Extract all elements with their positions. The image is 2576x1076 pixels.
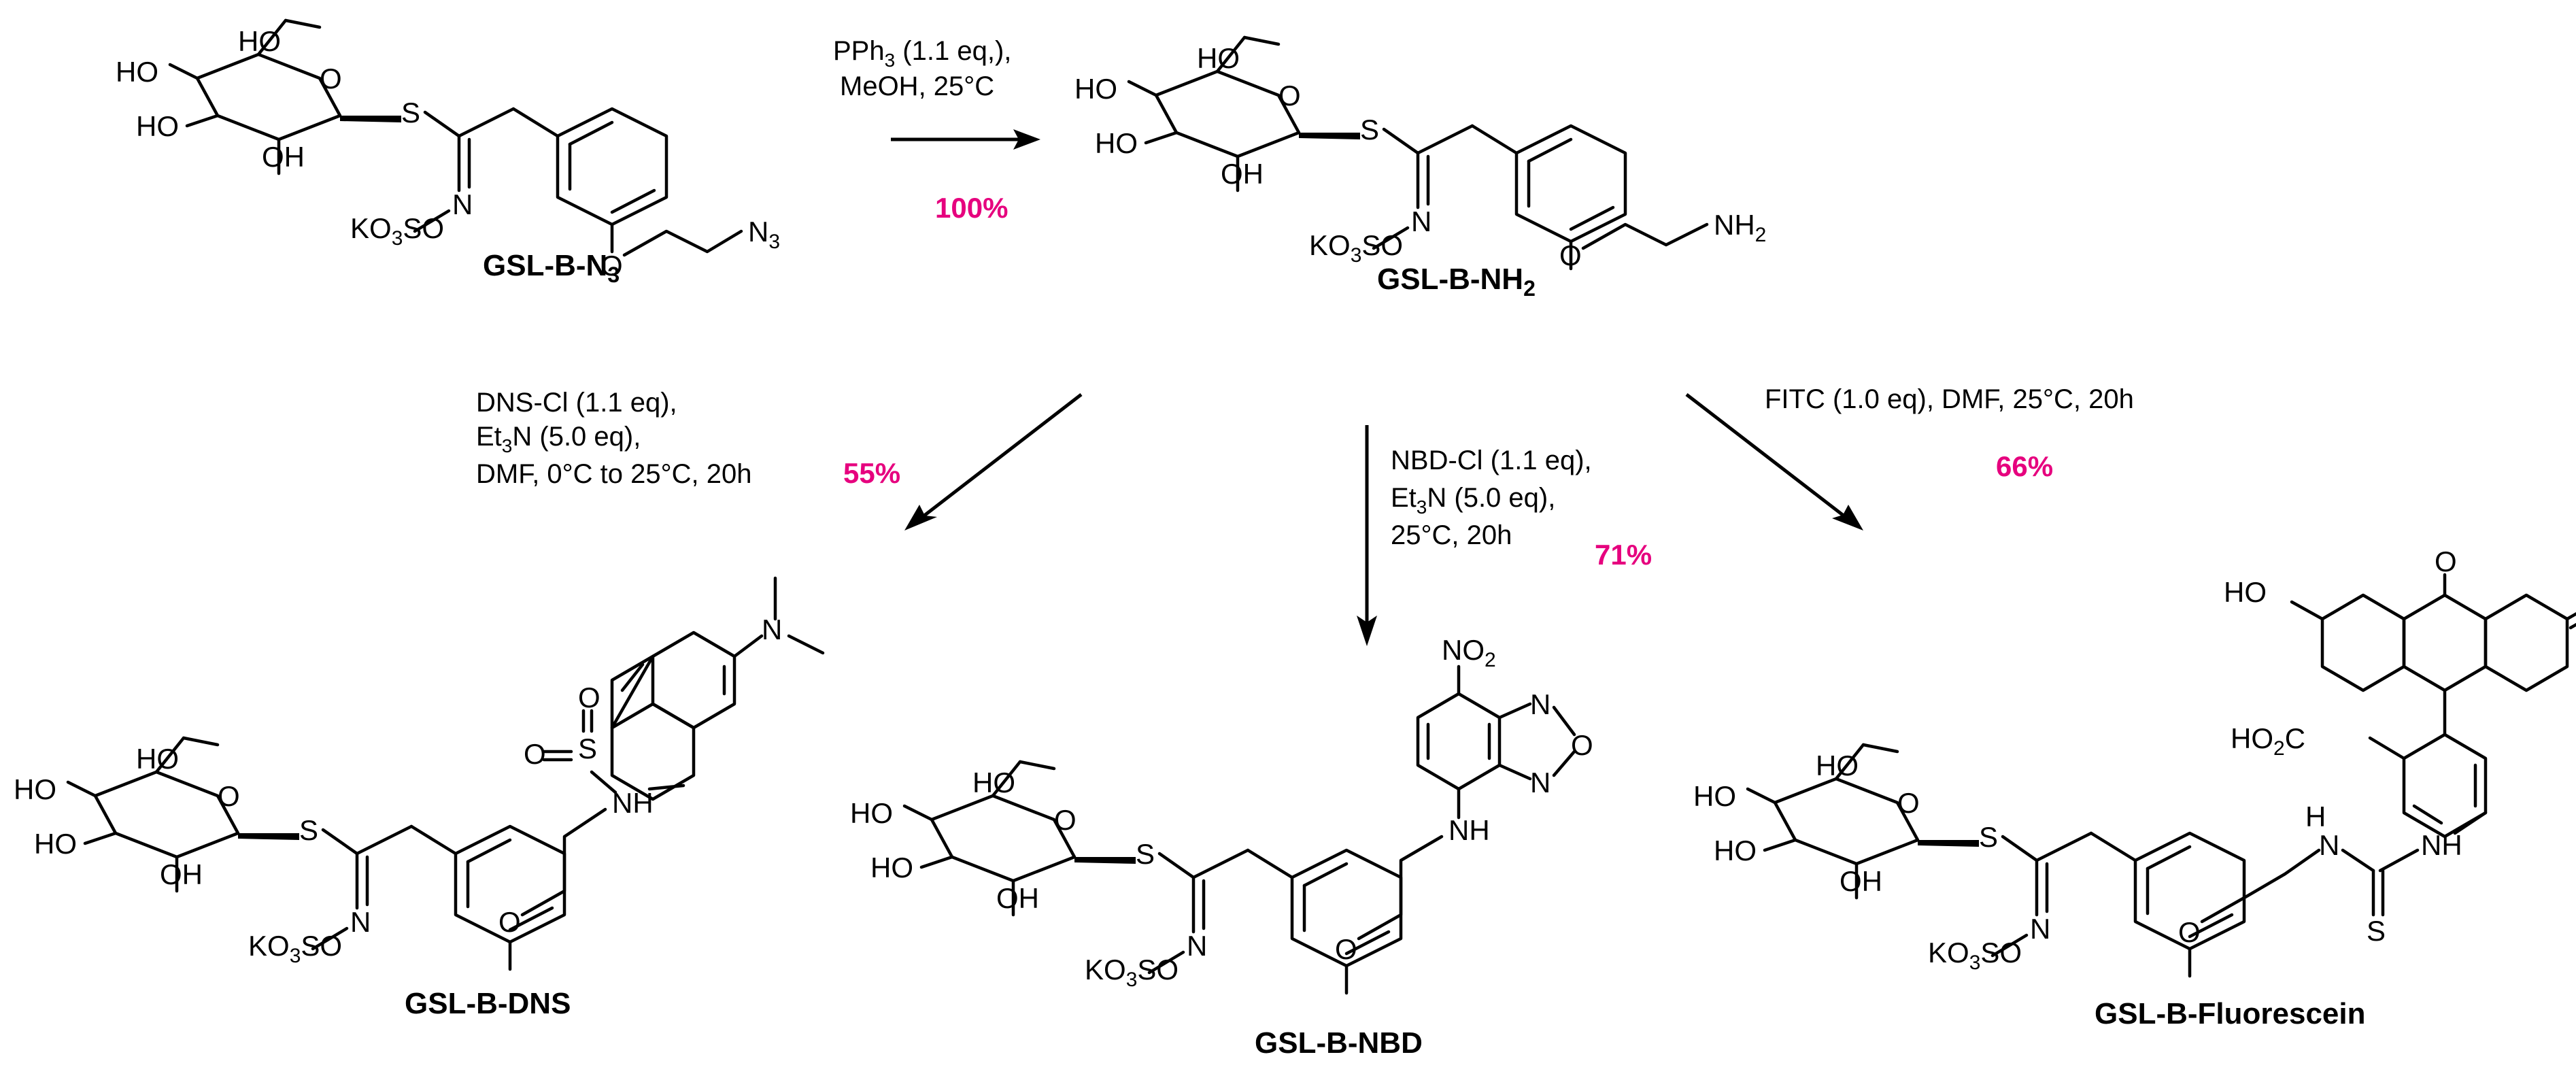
fitc-yield: 66% <box>1996 450 2053 482</box>
step1-yield: 100% <box>935 192 1008 224</box>
compound-label-gsl-b-nh2: GSL-B-NH2 <box>1377 263 1536 301</box>
atom-nh: NH <box>1448 814 1490 846</box>
atom-ring-o: O <box>320 63 342 95</box>
atom-s: S <box>299 814 318 846</box>
atom-n: N <box>2030 913 2050 945</box>
atom-ether-o: O <box>1335 933 1357 965</box>
atom-oxadiazole-o: O <box>1571 729 1593 761</box>
atom-ring-o: O <box>1897 787 1920 819</box>
atom-thiourea-h: H <box>2305 801 2326 833</box>
atom-ether-o: O <box>498 906 521 938</box>
atom-s: S <box>1979 821 1998 853</box>
atom-n: N <box>1187 930 1207 962</box>
atom-ho: HO <box>1714 835 1757 867</box>
atom-ho: HO <box>870 852 913 884</box>
compound-label-gsl-b-n3: GSL-B-N3 <box>483 249 620 287</box>
atom-ho: HO <box>136 110 179 142</box>
arrowhead <box>1357 616 1377 646</box>
atom-ether-o: O <box>600 250 623 282</box>
atom-ho: HO <box>1197 42 1240 74</box>
atom-oh: OH <box>1221 158 1264 190</box>
atom-thiourea-s: S <box>2367 915 2386 947</box>
atom-thiourea-n: N <box>2319 829 2339 861</box>
arrowhead <box>1832 505 1863 531</box>
step1-conditions-line1: PPh3 (1.1 eq,), <box>833 36 1011 71</box>
compound-label-gsl-b-nbd: GSL-B-NBD <box>1255 1026 1423 1060</box>
atom-n: N <box>452 188 473 220</box>
atom-ring-o: O <box>1278 80 1301 112</box>
atom-sulfonyl-o: O <box>524 738 546 770</box>
step1-conditions-line2: MeOH, 25°C <box>840 71 994 101</box>
atom-phenol-ho: HO <box>2224 576 2267 608</box>
atom-ho: HO <box>972 767 1015 798</box>
atom-oh: OH <box>1840 865 1882 897</box>
arrowhead <box>1013 129 1040 150</box>
atom-dimethylamino-n: N <box>762 613 782 645</box>
atom-ho: HO <box>1095 127 1138 159</box>
atom-ko3so: KO3SO <box>350 212 444 250</box>
atom-ho: HO <box>136 743 179 775</box>
dns-conditions-line3: DMF, 0°C to 25°C, 20h <box>476 459 752 489</box>
nbd-yield: 71% <box>1595 539 1652 571</box>
atom-ko3so: KO3SO <box>1928 937 2022 974</box>
atom-ether-o: O <box>1559 239 1582 271</box>
reaction-arrow-dns <box>917 393 1083 522</box>
atom-ho: HO <box>238 25 281 57</box>
compound-label-gsl-b-dns: GSL-B-DNS <box>405 987 571 1020</box>
atom-sulfonyl-s: S <box>578 733 597 764</box>
atom-n: N <box>1411 205 1431 237</box>
dns-conditions-line1: DNS-Cl (1.1 eq), <box>476 388 677 418</box>
fitc-conditions-line1: FITC (1.0 eq), DMF, 25°C, 20h <box>1765 384 2134 414</box>
atom-ko3so: KO3SO <box>1085 954 1179 991</box>
compound-gsl-b-fluorescein: HO HO HO O OH S N KO3SO O H N S NH HO2C … <box>1693 545 2576 976</box>
atom-n: N <box>350 906 371 938</box>
atom-ho: HO <box>34 828 77 860</box>
atom-oxadiazole-n: N <box>1530 688 1550 720</box>
atom-nh: NH <box>612 787 654 819</box>
nitro-group: NO2 <box>1442 634 1496 671</box>
atom-ho: HO <box>1693 780 1736 812</box>
atom-ring-o: O <box>218 780 240 812</box>
dns-conditions-line2: Et3N (5.0 eq), <box>476 422 641 456</box>
compound-gsl-b-nh2: HO HO HO O OH S N KO3SO O NH2 <box>1074 37 1766 271</box>
nbd-conditions-line2: Et3N (5.0 eq), <box>1391 483 1555 518</box>
atom-ho: HO <box>1816 750 1859 781</box>
atom-ring-o: O <box>1054 804 1077 836</box>
nbd-conditions-line1: NBD-Cl (1.1 eq), <box>1391 445 1592 475</box>
atom-ether-o: O <box>2178 916 2201 948</box>
atom-ko3so: KO3SO <box>1309 229 1403 267</box>
compound-gsl-b-n3: HO HO HO O OH S N KO3SO O N3 <box>116 20 780 282</box>
atom-oh: OH <box>996 882 1039 914</box>
atom-oxadiazole-n: N <box>1530 767 1550 798</box>
atom-oh: OH <box>262 141 305 173</box>
atom-xanthene-o: O <box>2435 545 2457 577</box>
atom-ho: HO <box>1074 73 1117 105</box>
atom-ho: HO <box>14 773 56 805</box>
atom-s: S <box>1360 114 1379 146</box>
carboxylic-acid-group: HO2C <box>2231 722 2305 760</box>
compound-gsl-b-dns: HO HO HO O OH S N KO3SO O NH S O O N <box>14 576 825 969</box>
atom-s: S <box>401 97 420 129</box>
atom-ho: HO <box>116 56 158 88</box>
dns-yield: 55% <box>843 457 900 489</box>
atom-ho: HO <box>850 797 893 829</box>
nbd-conditions-line3: 25°C, 20h <box>1391 520 1512 550</box>
atom-sulfonyl-o: O <box>578 682 600 713</box>
compound-gsl-b-nbd: HO HO HO O OH S N KO3SO O NH N N O NO2 <box>850 634 1593 993</box>
reaction-arrow-fitc <box>1685 393 1851 522</box>
arrowhead <box>904 505 937 531</box>
azide-group: N3 <box>748 216 780 253</box>
amine-group: NH2 <box>1714 209 1766 246</box>
atom-oh: OH <box>160 858 203 890</box>
compound-label-gsl-b-fluorescein: GSL-B-Fluorescein <box>2095 997 2366 1030</box>
atom-ko3so: KO3SO <box>248 930 342 967</box>
atom-s: S <box>1136 838 1155 870</box>
